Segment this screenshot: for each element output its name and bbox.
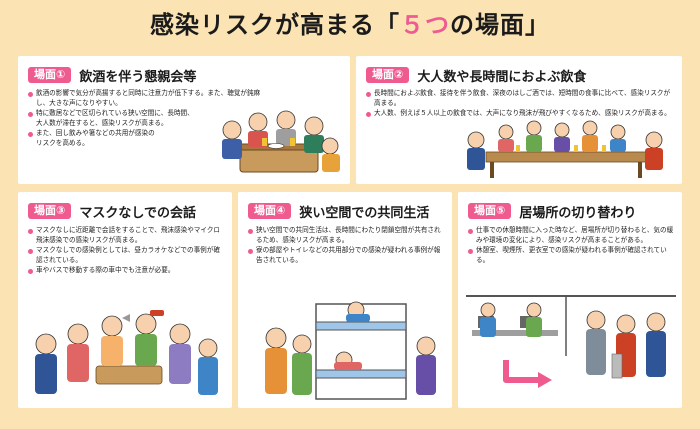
scene-title: 飲酒を伴う懇親会等 [79, 69, 197, 85]
bullet-item: 飲酒の影響で気分が高揚すると同時に注意力が低下する。また、聴覚が鈍麻し、大きな声… [28, 89, 268, 108]
scene-bullets: 狭い空間での共同生活は、長時間にわたり閉鎖空間が共有されるため、感染リスクが高ま… [248, 226, 446, 266]
bullet-item: 休憩室、喫煙所、更衣室での感染が疑われる事例が確認されている。 [468, 246, 674, 265]
bullet-item: 大人数、例えば５人以上の飲食では、大声になり飛沫が飛びやすくなるため、感染リスク… [366, 109, 672, 119]
bullet-item: マスクなしに近距離で会話をすることで、飛沫感染やマイクロ飛沫感染での感染リスクが… [28, 226, 224, 245]
title-text: 感染リスクが高まる「 [150, 11, 400, 39]
scene-badge: 場面③ [28, 203, 72, 219]
scene-bullets: 長時間におよぶ飲食、接待を伴う飲食、深夜のはしご酒では、短時間の食事に比べて、感… [366, 89, 672, 120]
scene-title: 狭い空間での共同生活 [299, 205, 430, 221]
bullet-item: 仕事での休憩時間に入った時など、居場所が切り替わると、気の緩みや環境の変化により… [468, 226, 674, 245]
scene-header: 場面② 大人数や長時間におよぶ飲食 [366, 66, 587, 85]
scene-title: 大人数や長時間におよぶ飲食 [417, 69, 587, 85]
scene-bullets: マスクなしに近距離で会話をすることで、飛沫感染やマイクロ飛沫感染での感染リスクが… [28, 226, 224, 277]
scene-header: 場面③ マスクなしでの会話 [28, 202, 196, 221]
scene-header: 場面⑤ 居場所の切り替わり [468, 202, 637, 221]
scene-card-3: 場面③ マスクなしでの会話 マスクなしに近距離で会話をすることで、飛沫感染やマイ… [18, 192, 232, 408]
bullet-item: 車やバスで移動する際の車中でも注意が必要。 [28, 266, 224, 276]
scene-header: 場面④ 狭い空間での共同生活 [248, 202, 430, 221]
scene-title: マスクなしでの会話 [79, 205, 196, 221]
scene-card-2: 場面② 大人数や長時間におよぶ飲食 長時間におよぶ飲食、接待を伴う飲食、深夜のは… [356, 56, 682, 184]
bullet-item: マスクなしでの感染例としては、昼カラオケなどでの事例が確認されている。 [28, 246, 224, 265]
page-title: 感染リスクが高まる「５つの場面」 [0, 5, 700, 45]
drinking-party-illustration [222, 110, 340, 173]
scene-title: 居場所の切り替わり [519, 205, 637, 221]
bullet-item: また、回し飲みや箸などの共用が感染のリスクを高める。 [28, 129, 158, 148]
group-dining-illustration [467, 120, 663, 178]
unmasked-conversation-illustration [35, 310, 218, 395]
bullet-item: 長時間におよぶ飲食、接待を伴う飲食、深夜のはしご酒では、短時間の食事に比べて、感… [366, 89, 672, 108]
scene-badge: 場面④ [248, 203, 292, 219]
break-room-illustration [466, 295, 676, 388]
bullet-item: 特に敷居などで区切られている狭い空間に、長時間、大人数が滞在すると、感染リスクが… [28, 109, 198, 128]
title-text-end: の場面」 [450, 11, 550, 39]
scene-badge: 場面② [366, 67, 410, 83]
scene-badge: 場面⑤ [468, 203, 512, 219]
scene-card-4: 場面④ 狭い空間での共同生活 狭い空間での共同生活は、長時間にわたり閉鎖空間が共… [238, 192, 452, 408]
scene-card-5: 場面⑤ 居場所の切り替わり 仕事での休憩時間に入った時など、居場所が切り替わると… [458, 192, 682, 408]
scene-badge: 場面① [28, 67, 72, 83]
title-highlight: ５つ [400, 11, 450, 39]
scene-bullets: 仕事での休憩時間に入った時など、居場所が切り替わると、気の緩みや環境の変化により… [468, 226, 674, 266]
bullet-item: 寮の部屋やトイレなどの共用部分での感染が疑われる事例が報告されている。 [248, 246, 446, 265]
scene-card-1: 場面① 飲酒を伴う懇親会等 飲酒の影響で気分が高揚すると同時に注意力が低下する。… [18, 56, 350, 184]
scene-bullets: 飲酒の影響で気分が高揚すると同時に注意力が低下する。また、聴覚が鈍麻し、大きな声… [28, 89, 268, 150]
bullet-item: 狭い空間での共同生活は、長時間にわたり閉鎖空間が共有されるため、感染リスクが高ま… [248, 226, 446, 245]
scene-header: 場面① 飲酒を伴う懇親会等 [28, 66, 197, 85]
shared-living-illustration [265, 301, 436, 400]
